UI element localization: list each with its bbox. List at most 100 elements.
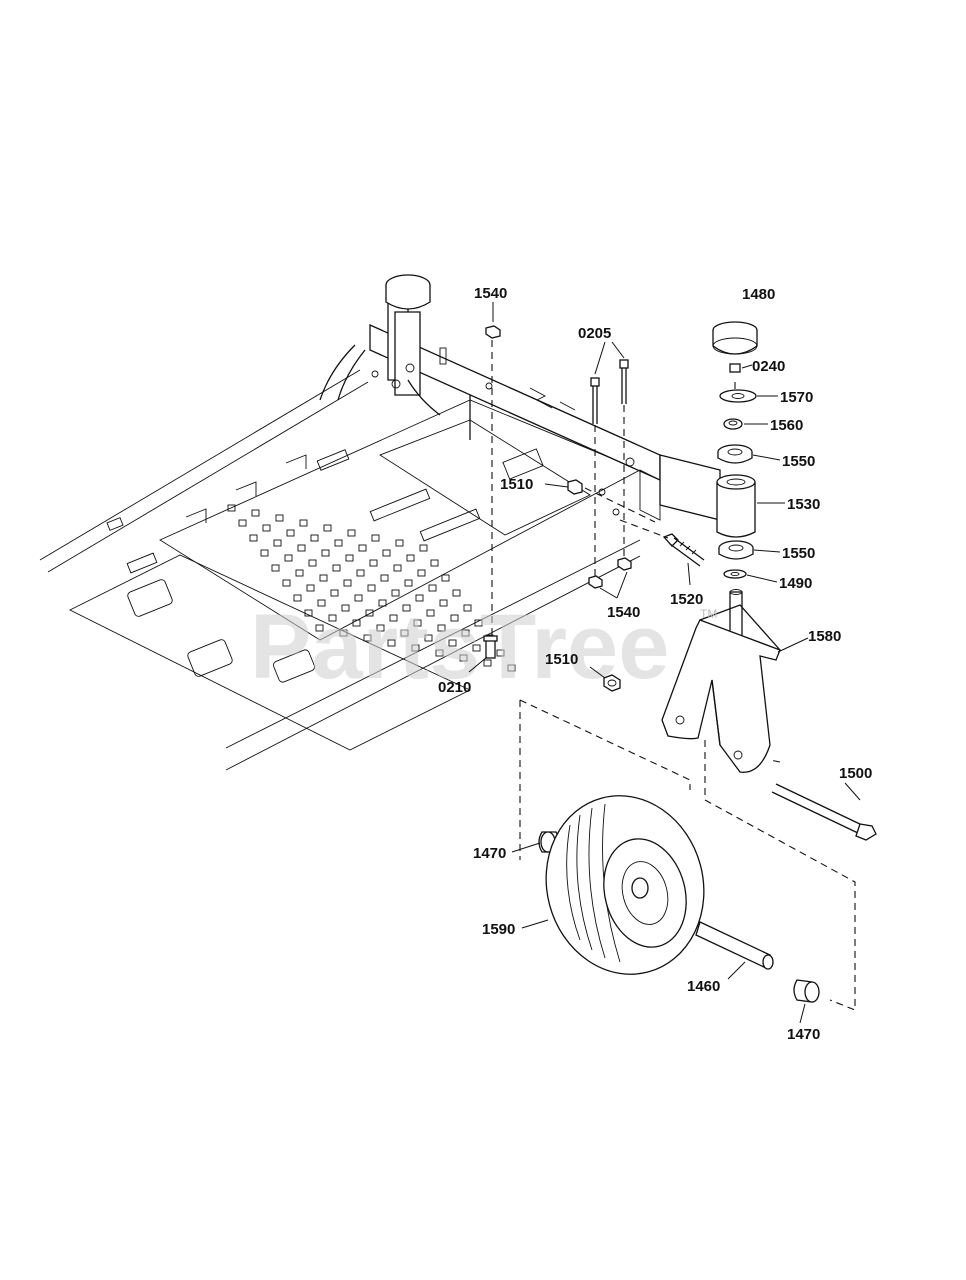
deck-hole [439,599,448,607]
washer-1490 [723,569,747,579]
deck-hole [435,649,444,657]
deck-hole [387,639,396,647]
label-1480: 1480 [742,286,775,303]
deck-square-holes [227,504,516,672]
deck-hole [321,549,330,557]
deck-hole [404,579,413,587]
caster-fork-1580 [661,589,781,773]
deck-hole [452,589,461,597]
bolts-0205 [590,359,629,424]
deck-hole [424,634,433,642]
deck-hole [306,584,315,592]
deck-hole [262,524,271,532]
deck-hole [461,629,470,637]
label-1550-bottom: 1550 [782,545,815,562]
deck-hole [406,554,415,562]
deck-hole [417,569,426,577]
deck-hole [430,559,439,567]
deck-hole [275,514,284,522]
watermark-text: PartsTree [250,596,669,698]
label-1500: 1500 [839,765,872,782]
deck-hole [393,564,402,572]
stud-0210 [483,635,498,659]
deck-hole [249,534,258,542]
deck-hole [273,539,282,547]
label-1570: 1570 [780,389,813,406]
deck-hole [334,539,343,547]
label-1510-bottom: 1510 [545,651,578,668]
deck-hole [363,634,372,642]
deck-hole [299,519,308,527]
label-1550-top: 1550 [782,453,815,470]
label-1470-left: 1470 [473,845,506,862]
label-1470-right: 1470 [787,1026,820,1043]
label-1560: 1560 [770,417,803,434]
deck-hole [389,614,398,622]
deck-hole [317,599,326,607]
nuts-1540-bottom [588,557,632,589]
dust-cap-1480 [712,321,758,355]
deck-hole [367,584,376,592]
deck-hole [428,584,437,592]
nut-1510-top [567,479,583,495]
axle-bolt-1500 [771,783,877,841]
nut-1540-top [485,325,501,339]
deck-hole [413,619,422,627]
deck-hole [293,594,302,602]
mower-frame [39,274,721,771]
label-1540-bottom: 1540 [607,604,640,621]
label-1590: 1590 [482,921,515,938]
axle-tube-1460 [695,921,774,970]
label-1530: 1530 [787,496,820,513]
spacer-1470-right [793,979,820,1003]
alignment-lines [491,340,736,636]
deck-hole [251,509,260,517]
bearing-1550-top [717,444,753,464]
label-1490: 1490 [779,575,812,592]
washer-1570 [719,389,757,403]
deck-hole [227,504,236,512]
deck-hole [382,549,391,557]
label-1580: 1580 [808,628,841,645]
deck-hole [310,534,319,542]
watermark: PartsTree TM [250,596,717,698]
caster-assembly [519,321,877,1011]
deck-hole [354,594,363,602]
deck-hole [345,554,354,562]
deck-hole [450,614,459,622]
deck-hole [319,574,328,582]
deck-hole [323,524,332,532]
label-1510-top: 1510 [500,476,533,493]
bearing-1550-bottom [718,540,754,560]
label-0210: 0210 [438,679,471,696]
leader-lines [468,302,861,1024]
deck-hole [238,519,247,527]
deck-hole [341,604,350,612]
deck-hole [371,534,380,542]
bolt-0240 [729,363,741,373]
deck-hole [332,564,341,572]
deck-hole [330,589,339,597]
deck-hole [474,619,483,627]
deck-hole [415,594,424,602]
deck-hole [358,544,367,552]
label-0205: 0205 [578,325,611,342]
watermark-tm: TM [700,607,717,621]
deck-hole [365,609,374,617]
deck-hole [380,574,389,582]
deck-hole [271,564,280,572]
deck-hole [400,629,409,637]
deck-hole [463,604,472,612]
fasteners [483,325,705,692]
deck-hole [441,574,450,582]
deck-hole [472,644,481,652]
part-labels: 1540 0205 1480 0240 1570 1560 1550 1510 … [438,285,872,1043]
deck-hole [411,644,420,652]
label-0240: 0240 [752,358,785,375]
deck-hole [297,544,306,552]
deck-hole [315,624,324,632]
deck-hole [376,624,385,632]
deck-hole [282,579,291,587]
deck-hole [437,624,446,632]
